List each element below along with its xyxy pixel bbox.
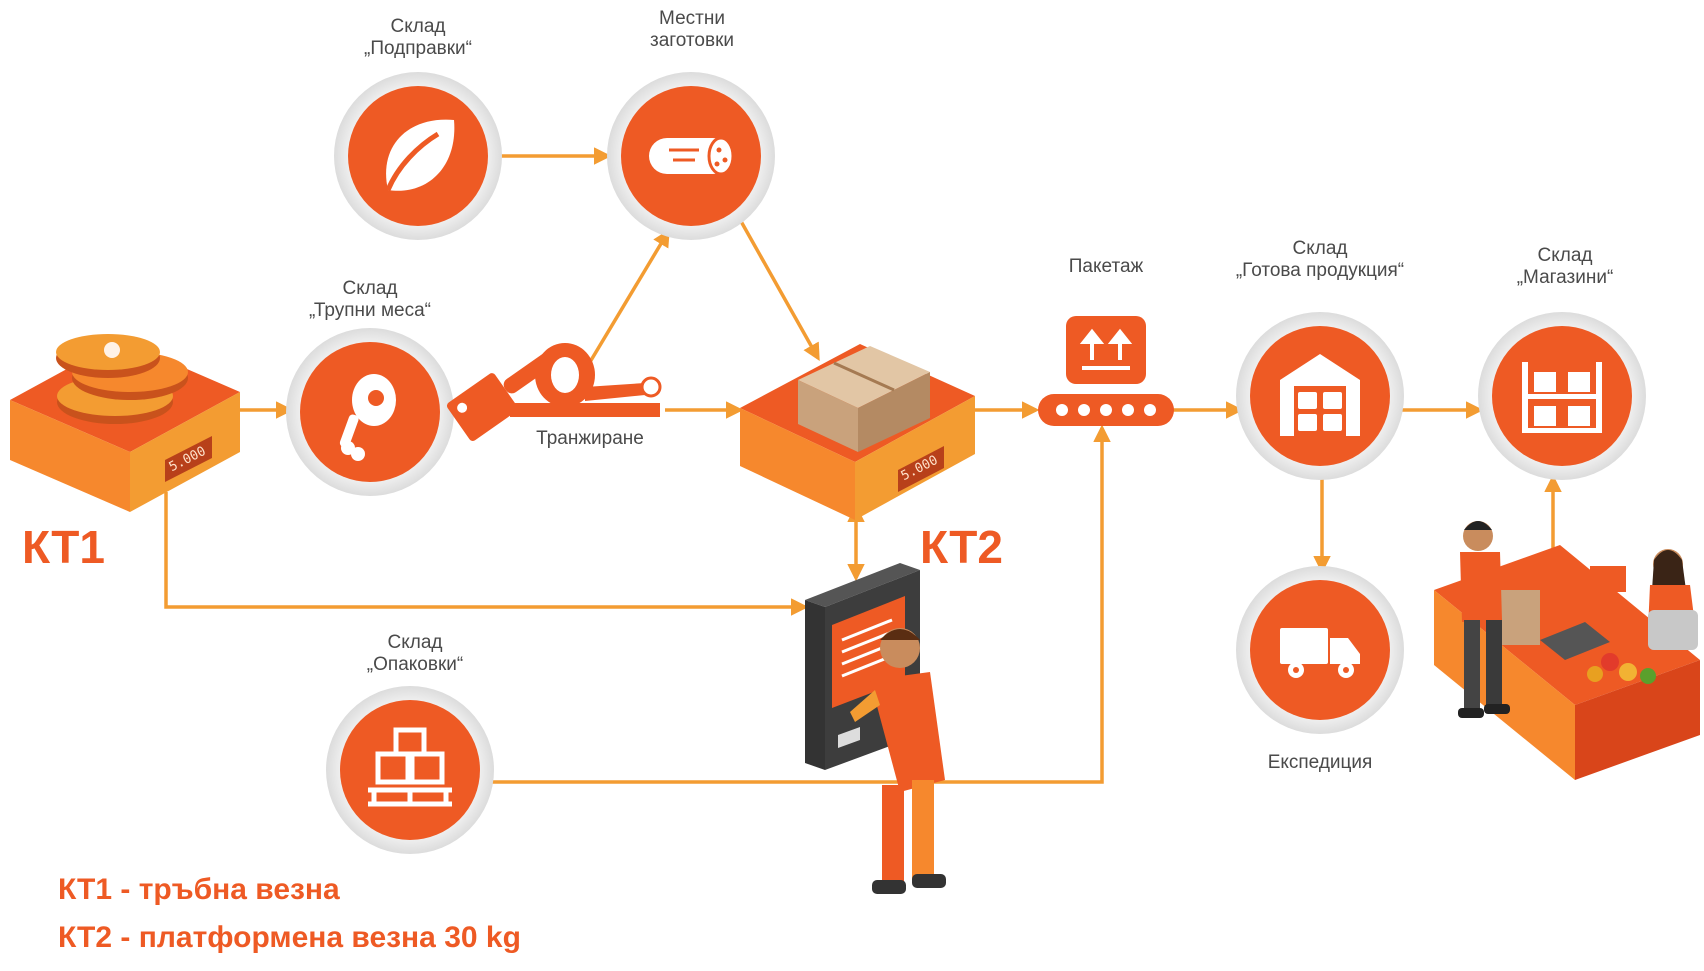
kt1-scale (10, 334, 240, 512)
sausage-icon (649, 136, 735, 176)
kt2-scale (740, 344, 975, 520)
meat-stack-icon (56, 334, 188, 424)
worker-figure (850, 628, 946, 894)
customer-figure (1458, 521, 1510, 718)
label-local-prep-line1: Местни (659, 8, 725, 29)
cash-register-screen (1590, 566, 1626, 592)
label-shops: Склад „Магазини“ (1480, 245, 1650, 289)
shopping-bag (1500, 590, 1540, 645)
label-expedition: Експедиция (1267, 752, 1373, 773)
label-packaging-store-line2: „Опаковки“ (366, 654, 464, 675)
label-packing: Пакетаж (1068, 256, 1144, 277)
label-spices-line1: Склад (390, 16, 446, 37)
node-local-prep (607, 72, 775, 240)
pallet-boxes-icon (368, 727, 452, 807)
arrow-prep-to-kt2 (736, 215, 820, 362)
label-butchering: Транжиране (536, 428, 644, 449)
meat-piece-icon (535, 343, 662, 407)
arrow-butcher-to-prep (588, 228, 670, 363)
legend-line-1: КТ1 - тръбна везна (58, 873, 340, 906)
truck-icon (1280, 628, 1360, 678)
shop-counter-scene (1434, 521, 1700, 780)
label-meat-store: Склад „Трупни меса“ (280, 278, 460, 322)
node-finished-goods (1236, 312, 1404, 480)
this-way-up-icon (1079, 328, 1133, 370)
leaf-icon (385, 119, 455, 191)
label-meat-store-line1: Склад (342, 278, 398, 299)
node-meat-store (286, 328, 454, 496)
label-local-prep: Местни заготовки (612, 8, 772, 52)
kt2-label: КТ2 (920, 521, 1003, 573)
legend-line-2: КТ2 - платформена везна 30 kg (58, 921, 521, 954)
cutting-board (510, 403, 660, 417)
label-local-prep-line2: заготовки (649, 30, 734, 51)
arrow-packaging-to-packing (485, 424, 1111, 784)
kt2-display (898, 446, 944, 492)
label-finished-goods-line2: „Готова продукция“ (1235, 260, 1405, 281)
node-butchering (446, 343, 662, 441)
node-packaging-store (326, 686, 494, 854)
label-packaging-store: Склад „Опаковки“ (335, 632, 495, 676)
label-finished-goods: Склад „Готова продукция“ (1210, 238, 1430, 282)
node-expedition (1236, 566, 1404, 734)
node-packing (1038, 316, 1174, 426)
arrow-kt1-to-terminal (164, 492, 809, 616)
kt1-label: КТ1 (22, 521, 105, 573)
box-icon (798, 346, 930, 452)
label-shops-line1: Склад (1537, 245, 1593, 266)
conveyor-icon (1038, 394, 1174, 426)
label-spices: Склад „Подправки“ (340, 16, 496, 60)
vegetables (1587, 653, 1656, 684)
cashier-figure (1648, 549, 1698, 650)
label-shops-line2: „Магазини“ (1516, 267, 1614, 288)
meat-leg-icon (339, 374, 396, 461)
shelves-icon (1522, 362, 1602, 433)
label-packaging-store-line1: Склад (387, 632, 443, 653)
label-meat-store-line2: „Трупни меса“ (309, 300, 431, 321)
label-spices-line2: „Подправки“ (364, 38, 472, 59)
warehouse-icon (1280, 354, 1360, 436)
connectors (164, 147, 1562, 784)
node-spices (334, 72, 502, 240)
node-shops (1478, 312, 1646, 480)
kt1-display (165, 436, 212, 482)
label-finished-goods-line1: Склад (1292, 238, 1348, 259)
